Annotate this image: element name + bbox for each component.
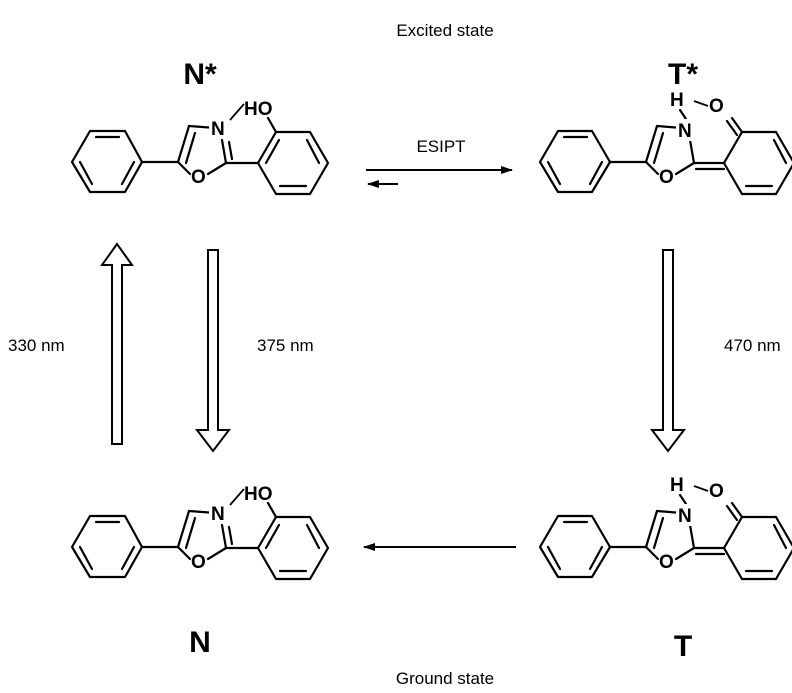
n-emission-wavelength: 375 nm [257,336,314,355]
ground-state-label: Ground state [396,669,494,688]
t-emission-arrow [649,249,687,453]
n-molecule [70,482,330,581]
t-label: T [674,630,692,663]
t-emission-wavelength: 470 nm [724,336,781,355]
n-star-label: N* [183,58,217,91]
excited-state-label: Excited state [396,21,493,40]
absorption-arrow [100,242,134,445]
n-emission-arrow [194,249,232,453]
t-star-label: T* [668,58,698,91]
t-star-molecule [538,88,792,196]
t-molecule [538,473,792,581]
esipt-label: ESIPT [416,137,465,156]
n-star-molecule [70,97,330,196]
absorption-wavelength: 330 nm [8,336,65,355]
n-label: N [189,626,211,659]
